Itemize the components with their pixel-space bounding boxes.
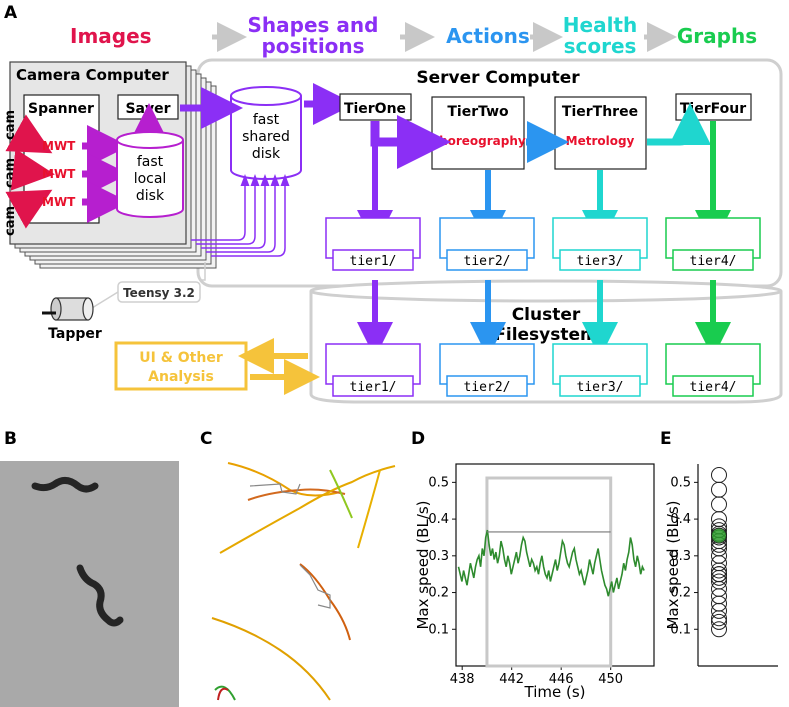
cluster-dir-tier2: tier2/: [464, 380, 511, 395]
stage-shapes: Shapes and: [248, 13, 379, 37]
ui-analysis-line2: Analysis: [148, 369, 214, 385]
spanner-label: Spanner: [28, 101, 94, 117]
local-disk-line3: disk: [136, 188, 165, 204]
teensy-label: Teensy 3.2: [123, 286, 195, 300]
cam-label: cam: [3, 206, 18, 236]
tapper-icon: [42, 297, 94, 321]
worm-bottom-shape: [76, 564, 124, 627]
choreography-label: Choreography: [430, 134, 526, 148]
chart-e-ytick-label: 0.1: [670, 622, 691, 637]
mwt-label: MWT: [42, 167, 76, 181]
chart-d-window: [485, 476, 613, 668]
server-dir-tier1: tier1/: [350, 254, 397, 269]
shared-disk-line2: shared: [242, 129, 290, 145]
server-dir-tier2: tier2/: [464, 254, 511, 269]
chart-e: 0.1 0.2 0.3 0.4 0.5: [670, 467, 727, 638]
cam-arrows: [5, 114, 55, 229]
chart-e-ytick-label: 0.4: [670, 512, 691, 527]
tierthree-label: TierThree: [562, 104, 638, 120]
stage-health: Health: [563, 13, 637, 37]
mwt-labels: MWT MWT MWT: [42, 139, 76, 209]
tierfour-label: TierFour: [680, 101, 746, 117]
server-title: Server Computer: [416, 68, 580, 88]
camera-to-shared-lines: [191, 174, 290, 257]
chart-d-series-line: [457, 529, 645, 597]
tierone-label: TierOne: [344, 101, 406, 117]
teensy-link: [200, 262, 206, 281]
chart-e-ytick-label: 0.3: [670, 549, 691, 564]
stage-graphs: Graphs: [677, 24, 757, 48]
saver-label: Saver: [125, 101, 170, 117]
chart-e-highlight-point: [711, 527, 727, 544]
panel-label-e: E: [660, 429, 672, 449]
chart-d-ytick-label: 0.2: [428, 586, 449, 601]
panel-label-d: D: [411, 429, 425, 449]
chart-e-point: [711, 496, 727, 513]
chart-d-xtick-label: 442: [499, 672, 524, 687]
panel-label-b: B: [4, 429, 17, 449]
worm-tracks: [211, 462, 396, 701]
chart-d-xtick-label: 446: [549, 672, 574, 687]
chart-d: 438 442 446 450 0.1 0.2 0.3 0.4 0.5: [428, 475, 645, 687]
server-dir-tier4: tier4/: [690, 254, 737, 269]
cluster-line1: Cluster: [512, 305, 581, 325]
teensy-to-tapper-line: [91, 291, 119, 309]
panel-label-c: C: [200, 429, 212, 449]
chart-d-ytick-label: 0.1: [428, 622, 449, 637]
worm-top-shape: [31, 477, 99, 493]
local-disk-line1: fast: [137, 154, 164, 170]
metrology-label: Metrology: [566, 134, 635, 148]
chart-e-point: [711, 562, 727, 579]
cluster-dir-tier1: tier1/: [350, 380, 397, 395]
cluster-line2: Filesystem: [494, 325, 598, 345]
chart-d-ytick-label: 0.3: [428, 549, 449, 564]
local-disk-line2: local: [134, 171, 167, 187]
chart-e-point: [711, 621, 727, 638]
tapper-label: Tapper: [48, 326, 102, 342]
cluster-dir-folders: [325, 343, 761, 397]
chart-d-ylabel: Max speed (BL/s): [414, 500, 432, 629]
chart-e-point: [711, 610, 727, 627]
chart-d-ytick-label: 0.4: [428, 512, 449, 527]
chart-e-point: [711, 602, 727, 619]
chart-e-point: [711, 569, 727, 586]
cluster-dir-tier3: tier3/: [577, 380, 624, 395]
cluster-dir-tier4: tier4/: [690, 380, 737, 395]
shared-disk-line3: disk: [252, 146, 281, 162]
shared-disk: [230, 86, 302, 180]
chart-d-xtick-label: 450: [598, 672, 623, 687]
chart-e-point: [711, 481, 727, 498]
chart-e-ylabel: Max speed (BL/s): [664, 500, 682, 629]
chart-e-ytick-label: 0.5: [670, 475, 691, 490]
stage-images: Images: [70, 24, 152, 48]
stage-positions: positions: [261, 34, 364, 58]
panel-label-a: A: [4, 3, 18, 23]
server-dir-folders: [325, 217, 761, 271]
dir-to-cluster-arrows: [357, 280, 731, 358]
stage-scores: scores: [564, 34, 637, 58]
mwt-label: MWT: [42, 139, 76, 153]
local-disk: [116, 131, 184, 218]
chart-e-point: [711, 467, 727, 484]
server-dir-tier3: tier3/: [577, 254, 624, 269]
chart-d-xtick-label: 438: [450, 672, 475, 687]
stage-actions: Actions: [446, 24, 530, 48]
shared-disk-line1: fast: [253, 112, 280, 128]
ui-analysis-line1: UI & Other: [139, 350, 223, 366]
camera-title: Camera Computer: [16, 66, 169, 84]
chart-d-ytick-label: 0.5: [428, 475, 449, 490]
mwt-label: MWT: [42, 195, 76, 209]
cluster-filesystem: [309, 279, 783, 404]
chart-e-point: [711, 613, 727, 630]
chart-e-ytick-label: 0.2: [670, 586, 691, 601]
ui-analysis-box: [114, 341, 248, 391]
chart-d-xlabel: Time (s): [524, 683, 586, 701]
tiertwo-label: TierTwo: [447, 104, 509, 120]
tierthree-to-tierfour-arrow: [647, 103, 711, 146]
